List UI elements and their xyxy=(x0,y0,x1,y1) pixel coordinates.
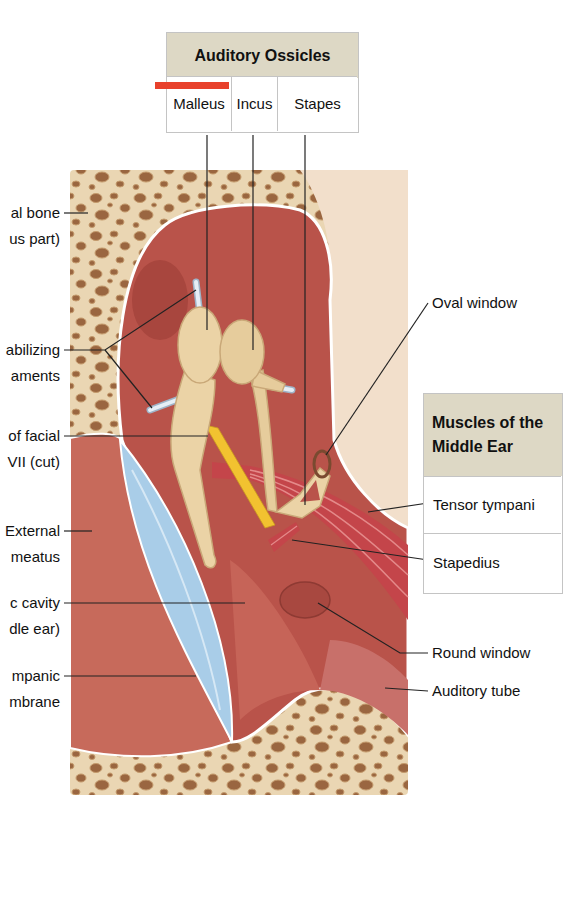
cell-text: Tensor tympani xyxy=(433,495,535,515)
temporal-bone xyxy=(70,170,408,795)
leader-lines xyxy=(64,135,428,691)
round-window xyxy=(280,582,330,618)
table-header: Auditory Ossicles xyxy=(167,33,358,78)
leader-lines xyxy=(318,603,428,653)
leader-lines xyxy=(64,212,88,213)
leader-lines xyxy=(64,530,92,531)
leader-lines xyxy=(252,135,253,350)
part-label: Auditory tube xyxy=(432,678,582,704)
table-header: Muscles of the Middle Ear xyxy=(424,394,562,476)
part-label: c cavity dle ear) xyxy=(2,590,60,642)
part-label: Oval window xyxy=(432,290,582,316)
ossicle-table: Auditory OssiclesMalleus Incus Stapes xyxy=(166,32,359,133)
table-cell: Stapes xyxy=(277,76,357,131)
cell-text: Stapedius xyxy=(433,553,500,573)
part-label: of facial VII (cut) xyxy=(2,423,60,475)
stapedius-muscle xyxy=(268,522,300,552)
leader-lines xyxy=(64,602,245,603)
muscle-table: Muscles of the Middle EarTensor tympaniS… xyxy=(423,393,563,594)
oval-window xyxy=(314,451,330,477)
leader-lines xyxy=(385,688,428,691)
part-label: External meatus xyxy=(2,518,60,570)
part-label: Round window xyxy=(432,640,582,666)
leader-lines xyxy=(64,675,196,676)
leader-lines xyxy=(206,135,207,330)
table-cell: Stapedius xyxy=(424,533,561,592)
stapedius-muscle xyxy=(271,526,297,545)
malleus xyxy=(178,307,222,383)
tympanic-cavity xyxy=(118,205,408,742)
incus xyxy=(250,370,277,512)
cell-text: Stapes xyxy=(294,94,341,114)
part-label: mpanic mbrane xyxy=(2,663,60,715)
ligaments xyxy=(150,282,292,410)
part-label: abilizing aments xyxy=(2,337,60,389)
table-cell: Incus xyxy=(231,76,277,131)
redaction-bar xyxy=(155,82,229,89)
leader-lines xyxy=(304,135,305,505)
stapes xyxy=(300,480,320,502)
auditory-tube xyxy=(320,640,408,735)
leader-lines xyxy=(64,435,208,436)
membrane-highlight xyxy=(132,470,220,710)
cell-text: Malleus xyxy=(173,94,225,114)
leader-lines xyxy=(292,540,428,560)
part-label: al bone us part) xyxy=(2,200,60,252)
table-cell: Malleus xyxy=(167,76,231,131)
leader-lines xyxy=(368,503,428,512)
malleus xyxy=(171,307,222,568)
malleus xyxy=(171,370,216,568)
incus xyxy=(220,320,264,384)
tympanic-membrane xyxy=(120,440,232,742)
leader-lines xyxy=(64,290,196,350)
table-cell: Tensor tympani xyxy=(424,476,561,533)
leader-lines xyxy=(105,350,152,408)
cell-text: Incus xyxy=(237,94,273,114)
leader-lines xyxy=(326,303,428,455)
stapedius-muscle xyxy=(268,522,300,552)
